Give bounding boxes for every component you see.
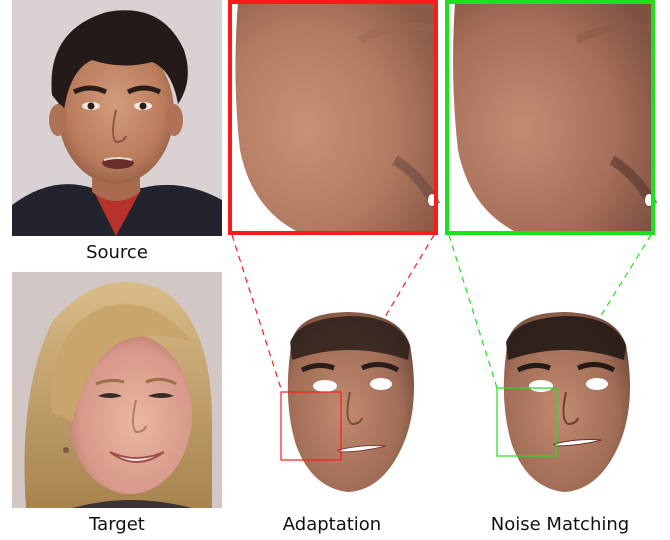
noise-matching-face-mesh	[496, 312, 630, 492]
adaptation-face-mesh	[280, 312, 414, 492]
adaptation-connector-left	[231, 234, 283, 393]
source-photo	[12, 0, 222, 236]
noise-matching-zoom	[445, 0, 658, 235]
noise-connector-right	[555, 234, 652, 389]
noise-connector-left	[448, 234, 498, 389]
adaptation-caption: Adaptation	[282, 514, 382, 535]
target-photo	[12, 272, 222, 508]
source-caption: Source	[86, 242, 148, 263]
noise-matching-caption: Noise Matching	[490, 514, 630, 535]
adaptation-zoom	[228, 0, 441, 235]
target-caption: Target	[89, 514, 145, 535]
adaptation-connector-right	[339, 234, 435, 393]
